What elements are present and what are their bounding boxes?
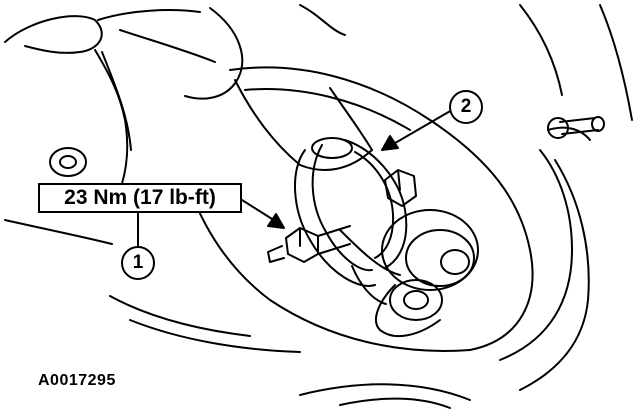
torque-spec-label: 23 Nm (17 lb-ft) xyxy=(38,183,242,213)
lower-control-arm xyxy=(234,79,373,171)
vehicle-body-outline xyxy=(4,4,633,409)
torque-leader-arrow xyxy=(241,199,285,229)
upper-nut xyxy=(384,169,417,207)
washer xyxy=(49,147,87,177)
wheel-well-contour xyxy=(189,66,534,352)
callout-2: 2 xyxy=(449,90,483,124)
stud-bolt xyxy=(547,116,605,139)
callout-1: 1 xyxy=(121,246,155,280)
callout-2-arrow xyxy=(381,109,453,151)
nut-bolt xyxy=(267,225,351,263)
figure-id: A0017295 xyxy=(38,372,116,389)
ball-joint-knuckle xyxy=(339,209,479,338)
stabilizer-link xyxy=(293,137,408,287)
